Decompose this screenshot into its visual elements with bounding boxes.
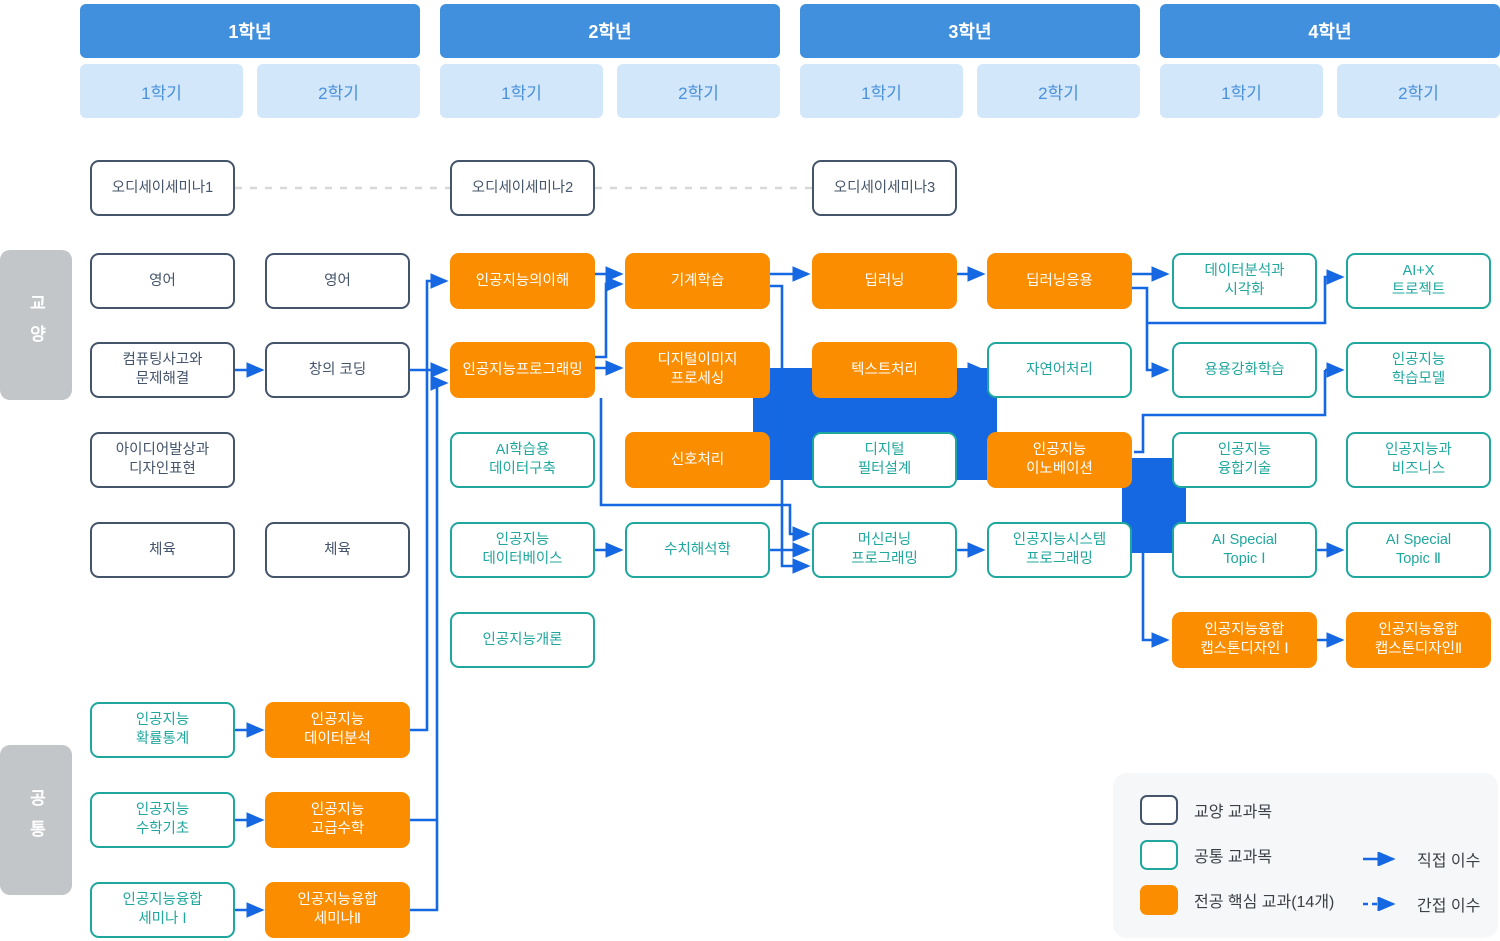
legend-indirect-arrow: 간접 이수 <box>1361 892 1480 916</box>
legend-item-liberal: 교양 교과목 <box>1140 795 1272 825</box>
edge-deep-learning-application-to-applied-reinforcement-learning <box>1132 286 1170 378</box>
course-numerical-analysis: 수치해석학 <box>625 522 770 578</box>
course-english-1: 영어 <box>90 253 235 309</box>
edge-ai-innovation-to-ai-fusion-capstone-1 <box>1141 553 1170 648</box>
legend-liberal-swatch <box>1140 795 1178 825</box>
course-ai-training-data-construction: AI학습용 데이터구축 <box>450 432 595 488</box>
course-ai-special-topic-1: AI Special Topic Ⅰ <box>1172 522 1317 578</box>
year-header-4: 4학년 <box>1160 4 1500 58</box>
course-ai-math-basics: 인공지능 수학기초 <box>90 792 235 848</box>
course-ai-database: 인공지능 데이터베이스 <box>450 522 595 578</box>
edge-ai-programming-to-machine-learning <box>595 276 624 359</box>
course-machine-learning-programming: 머신러닝 프로그래밍 <box>812 522 957 578</box>
legend-liberal-label: 교양 교과목 <box>1194 804 1273 821</box>
course-ai-learning-model: 인공지능 학습모델 <box>1346 342 1491 398</box>
course-digital-filter-design: 디지털 필터설계 <box>812 432 957 488</box>
course-ai-programming: 인공지능프로그래밍 <box>450 342 595 398</box>
course-ai-understanding: 인공지능의이해 <box>450 253 595 309</box>
course-ai-x-project: AI+X 트로젝트 <box>1346 253 1491 309</box>
side-tab-common: 공통 <box>0 745 72 895</box>
legend-panel: 교양 교과목 공통 교과목 전공 핵심 교과(14개) 직접 이수 간접 이수 <box>1113 773 1498 938</box>
year-header-2: 2학년 <box>440 4 780 58</box>
course-deep-learning: 딥러닝 <box>812 253 957 309</box>
course-ai-introduction: 인공지능개론 <box>450 612 595 668</box>
semester-cell-y4s1: 1학기 <box>1160 64 1323 118</box>
course-applied-reinforcement-learning: 용용강화학습 <box>1172 342 1317 398</box>
course-ai-system-programming: 인공지능시스템 프로그래밍 <box>987 522 1132 578</box>
edge-machine-learning-to-machine-learning-programming <box>770 284 811 574</box>
edge-ai-data-analysis-to-ai-understanding <box>410 273 449 732</box>
course-idea-design-expression: 아이디어발상과 디자인표현 <box>90 432 235 488</box>
course-machine-learning: 기계학습 <box>625 253 770 309</box>
course-deep-learning-application: 딥러닝응용 <box>987 253 1132 309</box>
edge-ai-fusion-seminar-2-to-ai-programming <box>410 375 449 912</box>
course-text-processing: 텍스트처리 <box>812 342 957 398</box>
semester-cell-y4s2: 2학기 <box>1337 64 1500 118</box>
semester-cell-y1s1: 1학기 <box>80 64 243 118</box>
course-ai-advanced-math: 인공지능 고급수학 <box>265 792 410 848</box>
course-english-2: 영어 <box>265 253 410 309</box>
semester-cell-y1s2: 2학기 <box>257 64 420 118</box>
legend-common-label: 공통 교과목 <box>1194 849 1273 866</box>
course-data-analysis-visualization: 데이터분석과 시각화 <box>1172 253 1317 309</box>
legend-item-common: 공통 교과목 <box>1140 840 1272 870</box>
side-tab-liberal-label: 교양 <box>26 294 46 356</box>
solid-arrow-icon <box>1363 852 1396 866</box>
legend-direct-arrow: 직접 이수 <box>1361 847 1480 871</box>
course-ai-fusion-capstone-1: 인공지능융합 캡스톤디자인 Ⅰ <box>1172 612 1317 668</box>
course-ai-probability-statistics: 인공지능 확률통계 <box>90 702 235 758</box>
course-creative-coding: 창의 코딩 <box>265 342 410 398</box>
semester-cell-y3s1: 1학기 <box>800 64 963 118</box>
year-header-1: 1학년 <box>80 4 420 58</box>
legend-major-swatch <box>1140 885 1178 915</box>
course-ai-data-analysis: 인공지능 데이터분석 <box>265 702 410 758</box>
legend-indirect-label: 간접 이수 <box>1417 898 1481 915</box>
course-ai-fusion-technology: 인공지능 융합기술 <box>1172 432 1317 488</box>
course-digital-image-processing: 디지털이미지 프로세싱 <box>625 342 770 398</box>
side-tab-common-label: 공통 <box>26 789 46 851</box>
year-header-3: 3학년 <box>800 4 1140 58</box>
course-ai-fusion-seminar-1: 인공지능융합 세미나 Ⅰ <box>90 882 235 938</box>
legend-major-label: 전공 핵심 교과(14개) <box>1194 894 1335 911</box>
course-odyssey-seminar-1: 오디세이세미나1 <box>90 160 235 216</box>
course-natural-language-processing: 자연어처리 <box>987 342 1132 398</box>
course-computing-thinking: 컴퓨팅사고와 문제해결 <box>90 342 235 398</box>
course-physical-education-1: 체육 <box>90 522 235 578</box>
course-odyssey-seminar-2: 오디세이세미나2 <box>450 160 595 216</box>
semester-cell-y2s1: 1학기 <box>440 64 603 118</box>
course-ai-business: 인공지능과 비즈니스 <box>1346 432 1491 488</box>
semester-cell-y2s2: 2학기 <box>617 64 780 118</box>
legend-item-major: 전공 핵심 교과(14개) <box>1140 885 1334 915</box>
legend-common-swatch <box>1140 840 1178 870</box>
course-ai-fusion-capstone-2: 인공지능융합 캡스톤디자인Ⅱ <box>1346 612 1491 668</box>
dashed-arrow-icon <box>1363 897 1396 911</box>
course-ai-innovation: 인공지능 이노베이션 <box>987 432 1132 488</box>
course-odyssey-seminar-3: 오디세이세미나3 <box>812 160 957 216</box>
course-signal-processing: 신호처리 <box>625 432 770 488</box>
side-tab-liberal: 교양 <box>0 250 72 400</box>
semester-cell-y3s2: 2학기 <box>977 64 1140 118</box>
course-physical-education-2: 체육 <box>265 522 410 578</box>
legend-direct-label: 직접 이수 <box>1417 853 1481 870</box>
course-ai-fusion-seminar-2: 인공지능융합 세미나Ⅱ <box>265 882 410 938</box>
course-ai-special-topic-2: AI Special Topic Ⅱ <box>1346 522 1491 578</box>
